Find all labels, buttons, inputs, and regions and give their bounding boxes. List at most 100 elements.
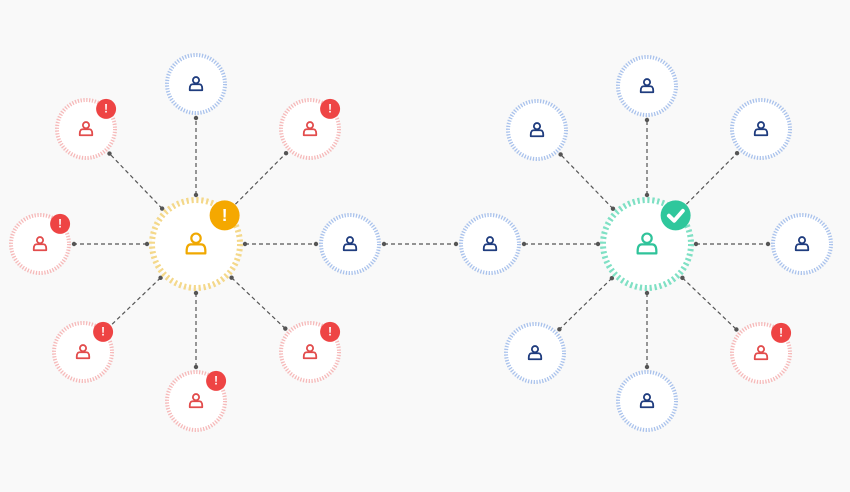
svg-text:!: ! xyxy=(58,219,62,231)
user-node-left-right xyxy=(319,213,381,275)
edge-right-hub-right-right xyxy=(693,241,771,247)
user-icon xyxy=(639,78,655,94)
user-node-right-bottom-right: ! xyxy=(730,322,792,384)
alert-exclamation-icon: ! xyxy=(771,322,792,343)
alert-exclamation-icon: ! xyxy=(320,321,341,342)
user-icon xyxy=(188,393,204,409)
edge-endpoint-dot xyxy=(283,150,289,156)
edge-left-hub-left-right xyxy=(242,241,319,247)
alert-exclamation-icon: ! xyxy=(96,98,117,119)
user-icon xyxy=(753,345,769,361)
success-check-icon xyxy=(660,200,691,231)
edge-right-hub-right-left xyxy=(521,241,601,247)
edge-endpoint-dot xyxy=(229,275,234,280)
user-node-left-bottom: ! xyxy=(165,370,227,432)
user-icon xyxy=(527,345,543,361)
edge-endpoint-dot xyxy=(453,241,459,247)
edge-right-hub-right-top-right xyxy=(679,150,740,212)
user-node-left-bottom-right: ! xyxy=(279,321,341,383)
alert-exclamation-icon: ! xyxy=(93,321,114,342)
alert-exclamation-icon: ! xyxy=(50,213,71,234)
edge-right-hub-right-top-left xyxy=(558,152,616,211)
edge-endpoint-dot xyxy=(644,192,650,198)
user-icon xyxy=(75,344,91,360)
user-nodes: !!!!!!!! xyxy=(9,53,833,432)
edge-endpoint-dot xyxy=(610,206,616,211)
edge-endpoint-dot xyxy=(107,151,112,156)
user-node-left-bottom-left: ! xyxy=(52,321,114,383)
edge-endpoint-dot xyxy=(381,241,387,247)
edge-right-hub-right-top xyxy=(644,117,650,198)
svg-text:!: ! xyxy=(779,328,783,340)
edge-right-hub-right-bottom-right xyxy=(680,275,739,332)
edge-endpoint-dot xyxy=(521,241,527,247)
edge-endpoint-dot xyxy=(193,290,199,296)
user-node-right-left xyxy=(459,213,521,275)
user-icon xyxy=(482,236,498,252)
edge-endpoint-dot xyxy=(644,117,650,123)
edge-endpoint-dot xyxy=(693,241,699,247)
edge-endpoint-dot xyxy=(644,364,650,370)
user-icon xyxy=(32,236,48,252)
connection-lines xyxy=(71,115,771,370)
svg-text:!: ! xyxy=(328,327,332,339)
svg-text:!: ! xyxy=(214,376,218,388)
edge-right-hub-right-bottom-left xyxy=(557,275,615,332)
edge-endpoint-dot xyxy=(765,241,771,247)
user-icon xyxy=(78,121,94,137)
user-icon xyxy=(342,236,358,252)
edge-endpoint-dot xyxy=(734,327,739,332)
edge-left-hub-left-top-left xyxy=(107,151,165,211)
user-icon xyxy=(753,121,769,137)
edge-endpoint-dot xyxy=(609,275,615,281)
edge-left-hub-left-top-right xyxy=(228,150,289,212)
alert-exclamation-icon: ! xyxy=(320,98,341,119)
user-icon xyxy=(794,236,810,252)
svg-text:!: ! xyxy=(104,104,108,116)
user-node-right-hub xyxy=(600,197,694,291)
edge-endpoint-dot xyxy=(557,327,562,332)
user-node-right-top-left xyxy=(506,99,568,161)
edge-endpoint-dot xyxy=(734,150,740,156)
edge-endpoint-dot xyxy=(193,364,199,370)
user-node-right-top xyxy=(616,55,678,117)
user-node-right-bottom-left xyxy=(504,322,566,384)
user-icon xyxy=(636,232,658,255)
user-node-left-top xyxy=(165,53,227,115)
edge-endpoint-dot xyxy=(193,115,199,121)
edge-endpoint-dot xyxy=(680,275,685,281)
user-node-left-hub: ! xyxy=(149,197,243,291)
user-icon xyxy=(529,122,545,138)
edge-endpoint-dot xyxy=(144,241,150,247)
user-icon xyxy=(639,393,655,409)
svg-text:!: ! xyxy=(101,327,105,339)
edge-endpoint-dot xyxy=(242,241,248,247)
user-icon xyxy=(302,121,318,137)
edge-left-hub-left-bottom xyxy=(193,290,199,370)
edge-right-hub-right-bottom xyxy=(644,290,650,370)
edge-endpoint-dot xyxy=(71,241,77,247)
edge-endpoint-dot xyxy=(558,152,563,157)
edge-endpoint-dot xyxy=(313,241,319,247)
edge-left-hub-left-left xyxy=(71,241,150,247)
user-node-left-top-right: ! xyxy=(279,98,341,160)
edge-endpoint-dot xyxy=(595,241,601,247)
user-icon xyxy=(188,76,204,92)
user-node-left-top-left: ! xyxy=(55,98,117,160)
edge-endpoint-dot xyxy=(193,192,199,198)
edge-endpoint-dot xyxy=(644,290,650,296)
warning-exclamation-icon: ! xyxy=(209,200,240,231)
user-node-right-bottom xyxy=(616,370,678,432)
user-icon xyxy=(302,344,318,360)
edge-left-hub-left-bottom-left xyxy=(105,275,163,331)
edge-endpoint-dot xyxy=(283,326,288,331)
edge-bridge xyxy=(381,241,459,247)
edge-left-hub-left-top xyxy=(193,115,199,198)
edge-endpoint-dot xyxy=(158,275,163,281)
edge-endpoint-dot xyxy=(159,206,165,211)
user-node-left-left: ! xyxy=(9,213,71,275)
user-node-right-right xyxy=(771,213,833,275)
alert-exclamation-icon: ! xyxy=(206,370,227,391)
svg-text:!: ! xyxy=(328,104,332,116)
